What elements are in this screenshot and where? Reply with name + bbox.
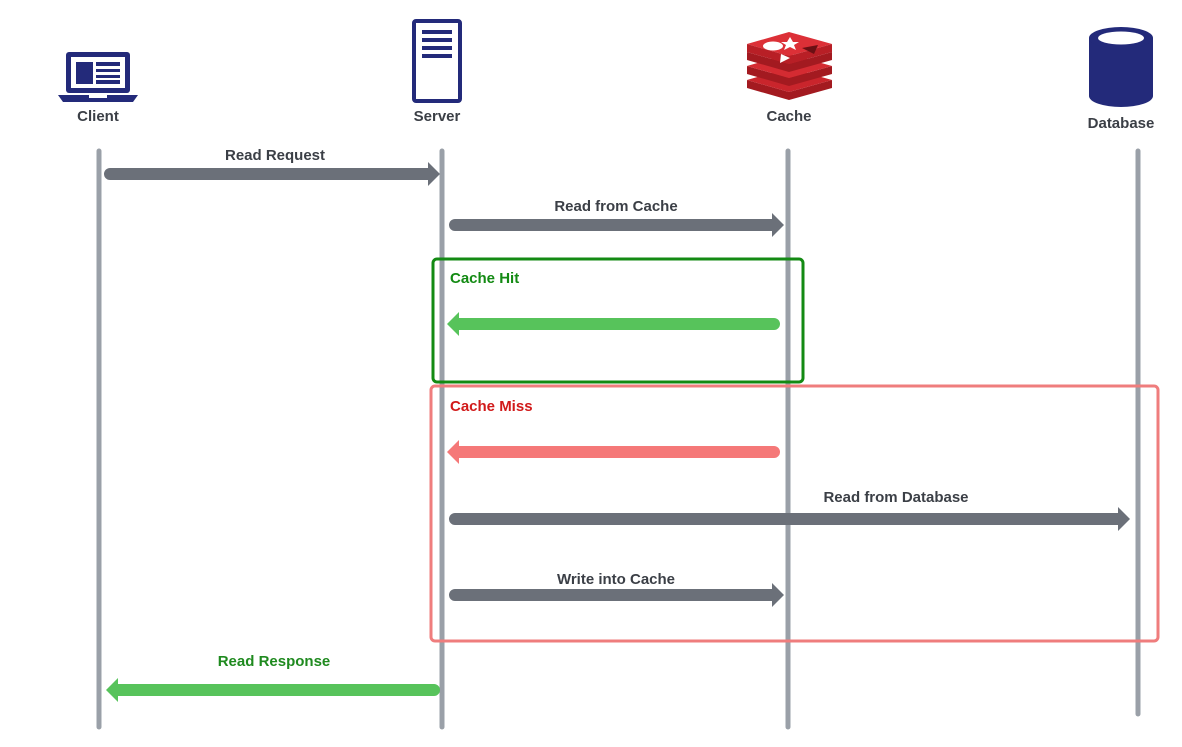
redis-cache-icon	[747, 32, 832, 100]
cache-hit-return-arrow	[447, 312, 780, 336]
read-from-cache-arrow	[449, 213, 784, 237]
write-into-cache-arrow	[449, 583, 784, 607]
cache-label: Cache	[766, 108, 811, 125]
server-icon	[412, 19, 462, 103]
lifelines	[96, 148, 1141, 730]
client-label: Client	[77, 108, 119, 125]
database-label: Database	[1088, 115, 1155, 132]
read-response-arrow	[106, 678, 440, 702]
cache-hit-fragment	[431, 257, 805, 384]
read-request-label: Read Request	[225, 147, 325, 164]
read-from-cache-label: Read from Cache	[554, 198, 677, 215]
read-request-arrow	[104, 162, 440, 186]
cache-miss-label: Cache Miss	[450, 398, 533, 415]
cache-hit-label: Cache Hit	[450, 270, 519, 287]
cache-miss-fragment	[429, 384, 1160, 643]
read-from-database-label: Read from Database	[823, 489, 968, 506]
cache-miss-return-arrow	[447, 440, 780, 464]
laptop-icon	[58, 52, 138, 102]
read-from-database-arrow	[449, 507, 1130, 531]
database-cylinder-icon	[1089, 27, 1153, 107]
write-into-cache-label: Write into Cache	[557, 571, 675, 588]
server-label: Server	[414, 108, 461, 125]
read-response-label: Read Response	[218, 653, 331, 670]
